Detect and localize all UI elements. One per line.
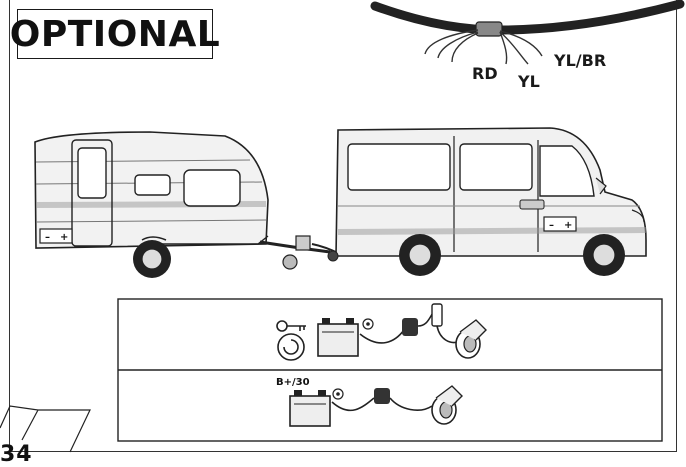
fuse-holder-icon — [402, 318, 418, 336]
ignition-switch-icon — [278, 334, 304, 360]
page-number: 34 — [0, 442, 33, 467]
connector-plug-icon — [432, 304, 442, 326]
cable-harness — [375, 4, 680, 64]
van: – + — [328, 128, 646, 276]
battery-icon — [318, 318, 358, 356]
caravan: – + — [35, 132, 340, 278]
jockey-wheel — [283, 255, 297, 269]
cable-sleeve — [476, 22, 502, 36]
caravan-small-window — [135, 175, 170, 195]
vehicle-illustration: – + – + — [0, 0, 686, 456]
caravan-battery-minus: – — [45, 232, 50, 243]
tow-ball — [328, 251, 338, 261]
van-side-window — [460, 144, 532, 190]
fuse-holder-icon-2 — [374, 388, 390, 404]
van-battery-minus: – — [549, 220, 554, 231]
van-rear-window — [348, 144, 450, 190]
battery-icon-2 — [290, 390, 330, 426]
b-plus-30-label: B+/30 — [276, 377, 310, 388]
caravan-large-window — [184, 170, 240, 206]
van-battery-plus: + — [564, 220, 572, 231]
caravan-battery-plus: + — [60, 232, 68, 243]
caravan-door-window — [78, 148, 106, 198]
wiring-panel — [118, 299, 662, 441]
